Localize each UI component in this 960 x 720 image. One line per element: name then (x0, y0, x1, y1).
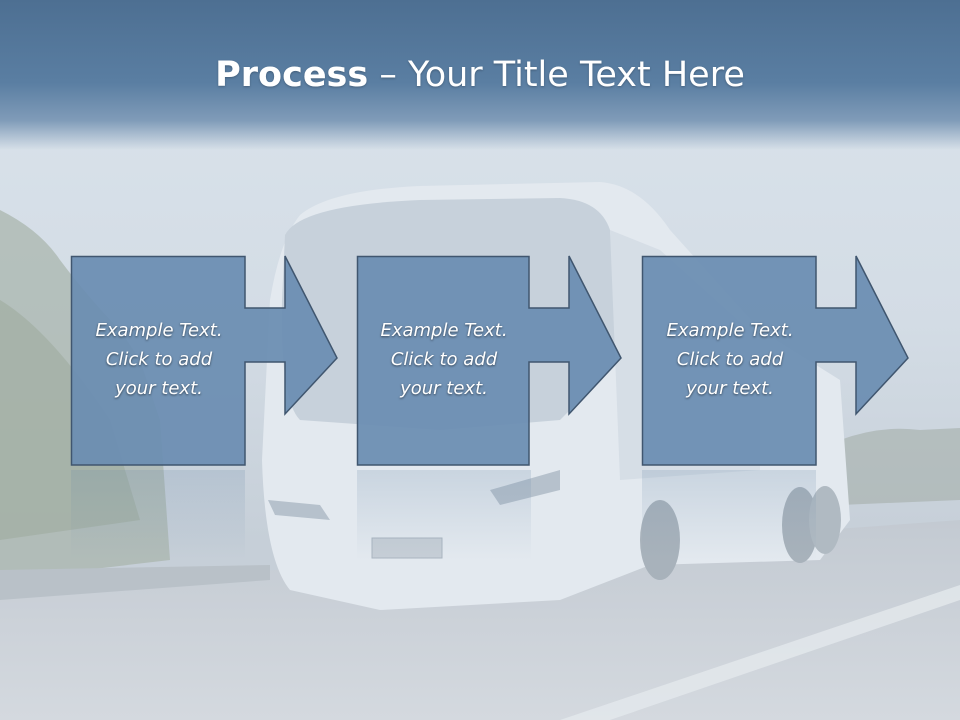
step-2-reflection (357, 470, 531, 560)
title-rest: – Your Title Text Here (368, 55, 745, 95)
step-3-reflection (642, 470, 816, 560)
step-2-text: Example Text. Click to add your text. (380, 319, 508, 399)
step-2-text-box[interactable]: Example Text. Click to add your text. (357, 256, 531, 466)
step-3-text-box[interactable]: Example Text. Click to add your text. (642, 256, 818, 466)
process-arrow-shape (70, 255, 338, 466)
process-step-2[interactable]: Example Text. Click to add your text. (356, 255, 627, 468)
title-bar (0, 0, 960, 150)
process-step-1[interactable]: Example Text. Click to add your text. (70, 255, 341, 468)
process-step-3[interactable]: Example Text. Click to add your text. (641, 255, 912, 468)
process-arrow-shape (356, 255, 622, 466)
step-1-text-box[interactable]: Example Text. Click to add your text. (71, 256, 247, 466)
process-arrow-shape (641, 255, 909, 466)
slide-title[interactable]: Process – Your Title Text Here (0, 52, 960, 98)
step-1-text: Example Text. Click to add your text. (95, 319, 223, 399)
title-bold-word: Process (215, 55, 369, 95)
step-3-text: Example Text. Click to add your text. (666, 319, 794, 399)
step-1-reflection (71, 470, 245, 560)
